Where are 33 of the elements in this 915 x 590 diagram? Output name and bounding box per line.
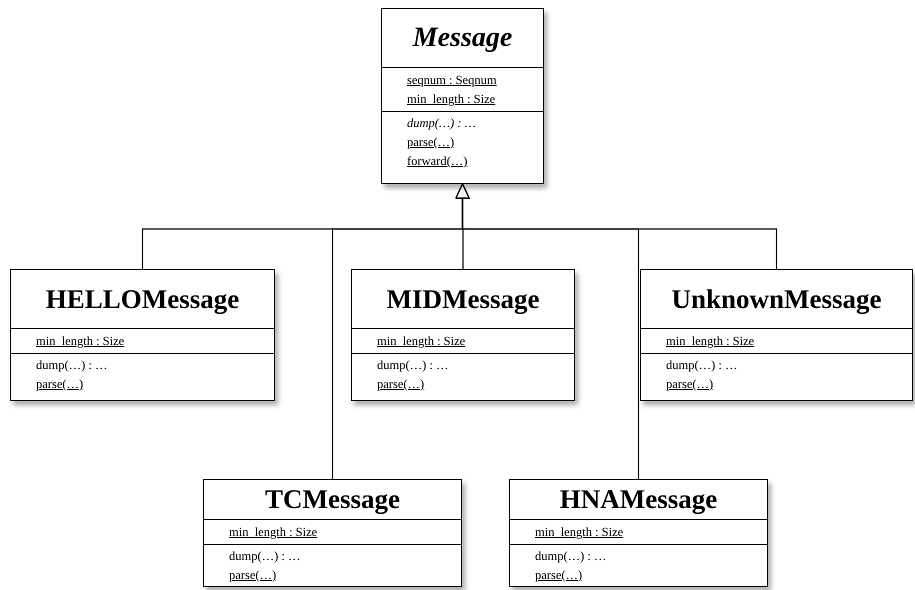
class-box [203,479,462,587]
inheritance-arrow [455,183,778,269]
class-name: HELLOMessage [46,286,240,312]
attribute-text: min_length : Size [377,333,466,349]
operation-text: parse(…) [666,376,714,392]
class-name: MIDMessage [386,286,540,312]
operation-text: parse(…) [36,376,84,392]
operation-text: parse(…) [407,134,454,150]
operation-text: dump(…) : … [229,548,301,564]
class-name: Message [412,24,512,52]
operation-text: parse(…) [377,376,424,392]
operation-text: dump(…) : … [407,115,476,131]
class-box [10,269,275,401]
class-box [509,479,768,587]
operation-text: dump(…) : … [666,357,738,373]
attribute-text: min_length : Size [535,524,624,540]
class-name: HNAMessage [560,486,718,513]
attribute-text: min_length : Size [36,333,124,349]
class-box [351,269,575,401]
class-box [640,269,913,401]
operation-text: dump(…) : … [377,357,449,373]
class-name: TCMessage [265,486,400,513]
attribute-text: min_length : Size [229,524,318,540]
operation-text: forward(…) [407,153,468,169]
operation-text: parse(…) [229,567,276,583]
operation-text: dump(…) : … [535,548,607,564]
attribute-text: seqnum : Seqnum [407,72,497,88]
operation-text: parse(…) [535,567,582,583]
attribute-text: min_length : Size [407,91,496,107]
attribute-text: min_length : Size [666,333,754,349]
operation-text: dump(…) : … [36,357,108,373]
class-name: UnknownMessage [671,286,882,312]
class-box [381,8,544,184]
